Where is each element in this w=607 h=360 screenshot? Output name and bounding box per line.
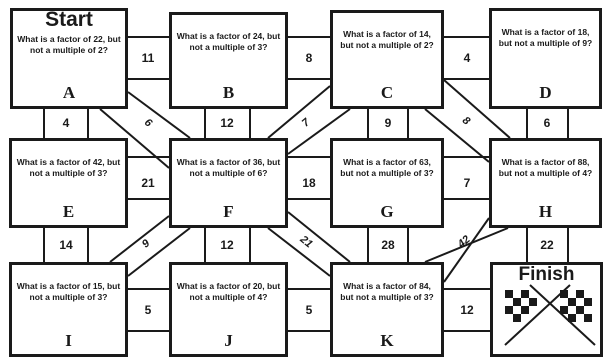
path-number-bf[interactable]: 12 (215, 116, 239, 130)
question-c: What is a factor of 14, but not a multip… (333, 29, 441, 51)
path-number-dh[interactable]: 6 (535, 116, 559, 130)
path-number-fj[interactable]: 12 (215, 238, 239, 252)
finish-label: Finish (519, 265, 575, 285)
label-k: K (380, 331, 393, 351)
path-number-ef[interactable]: 21 (136, 176, 160, 190)
path-number-h-finish[interactable]: 22 (535, 238, 559, 252)
label-c: C (381, 83, 393, 103)
label-i: I (65, 331, 72, 351)
box-b[interactable]: What is a factor of 24, but not a multip… (169, 12, 288, 109)
label-a: A (63, 83, 75, 103)
question-b: What is a factor of 24, but not a multip… (172, 31, 285, 53)
box-k[interactable]: What is a factor of 84, but not a multip… (330, 262, 444, 357)
label-e: E (63, 202, 74, 222)
question-a: What is a factor of 22, but not a multip… (13, 34, 125, 56)
label-j: J (224, 331, 233, 351)
label-f: F (223, 202, 233, 222)
box-d[interactable]: What is a factor of 18, but not a multip… (489, 8, 602, 109)
label-g: G (380, 202, 393, 222)
path-number-gh[interactable]: 7 (455, 176, 479, 190)
label-d: D (539, 83, 551, 103)
question-e: What is a factor of 42, but not a multip… (12, 157, 125, 179)
question-g: What is a factor of 63, but not a multip… (333, 157, 441, 179)
box-j[interactable]: What is a factor of 20, but not a multip… (169, 262, 288, 357)
path-number-bc[interactable]: 8 (297, 51, 321, 65)
path-number-cg[interactable]: 9 (376, 116, 400, 130)
path-number-fg[interactable]: 18 (297, 176, 321, 190)
box-e[interactable]: What is a factor of 42, but not a multip… (9, 138, 128, 228)
path-number-ij[interactable]: 5 (136, 303, 160, 317)
start-label: Start (45, 9, 93, 31)
path-number-ei[interactable]: 14 (54, 238, 78, 252)
box-i[interactable]: What is a factor of 15, but not a multip… (9, 262, 128, 357)
box-a-start[interactable]: Start What is a factor of 22, but not a … (10, 8, 128, 109)
box-c[interactable]: What is a factor of 14, but not a multip… (330, 10, 444, 109)
path-number-cd[interactable]: 4 (455, 51, 479, 65)
label-h: H (539, 202, 552, 222)
box-h[interactable]: What is a factor of 88, but not a multip… (489, 138, 602, 228)
path-number-ab[interactable]: 11 (136, 51, 160, 65)
question-h: What is a factor of 88, but not a multip… (492, 157, 599, 179)
path-number-jk[interactable]: 5 (297, 303, 321, 317)
box-finish[interactable]: Finish (490, 262, 603, 357)
question-j: What is a factor of 20, but not a multip… (172, 281, 285, 303)
question-d: What is a factor of 18, but not a multip… (492, 27, 599, 49)
question-i: What is a factor of 15, but not a multip… (12, 281, 125, 303)
path-number-gk[interactable]: 28 (376, 238, 400, 252)
question-f: What is a factor of 36, but not a multip… (172, 157, 285, 179)
label-b: B (223, 83, 234, 103)
box-g[interactable]: What is a factor of 63, but not a multip… (330, 138, 444, 228)
question-k: What is a factor of 84, but not a multip… (333, 281, 441, 303)
path-number-ae[interactable]: 4 (54, 116, 78, 130)
path-number-k-finish[interactable]: 12 (455, 303, 479, 317)
box-f[interactable]: What is a factor of 36, but not a multip… (169, 138, 288, 228)
